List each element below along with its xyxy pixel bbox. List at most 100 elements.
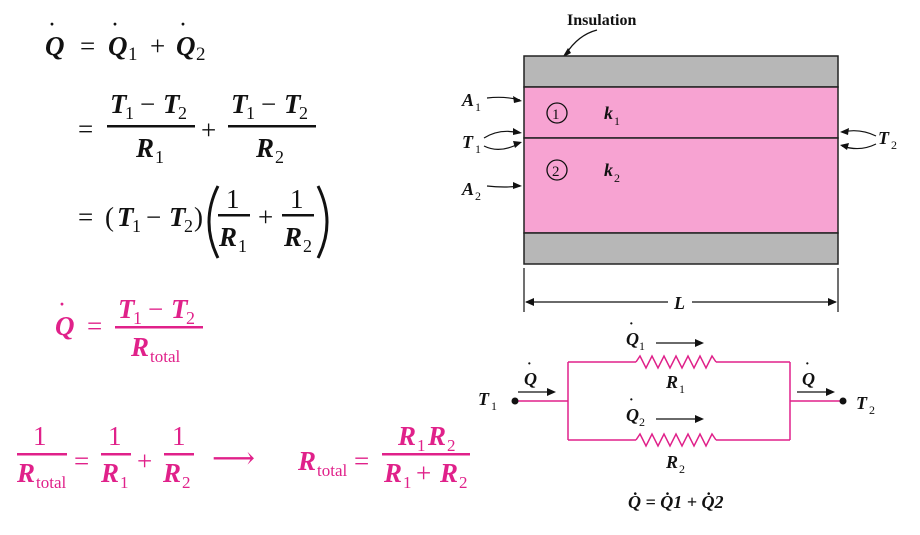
svg-text:=: = bbox=[87, 311, 102, 341]
svg-text:·: · bbox=[629, 393, 634, 408]
svg-text:=: = bbox=[354, 446, 369, 476]
svg-text:·: · bbox=[49, 14, 55, 34]
svg-text:Q: Q bbox=[626, 329, 639, 349]
svg-text:Q: Q bbox=[626, 405, 639, 425]
svg-text:A: A bbox=[461, 90, 474, 110]
svg-text:1: 1 bbox=[614, 114, 620, 128]
svg-text:2: 2 bbox=[679, 462, 685, 476]
svg-text:1: 1 bbox=[639, 339, 645, 353]
svg-text:1: 1 bbox=[128, 44, 138, 65]
svg-text:T: T bbox=[163, 89, 181, 119]
svg-text:1: 1 bbox=[155, 147, 164, 167]
wall-diagram: Insulation 1 k 1 2 k 2 A 1 T 1 A 2 T 2 bbox=[461, 12, 897, 313]
svg-text:1: 1 bbox=[679, 382, 685, 396]
svg-text:Q: Q bbox=[176, 31, 196, 61]
svg-text:+: + bbox=[137, 446, 152, 476]
svg-text:1: 1 bbox=[290, 184, 304, 214]
equation-line-2: = T 1 − T 2 R 1 + T 1 − T 2 R 2 bbox=[78, 89, 316, 167]
svg-text:·: · bbox=[805, 357, 810, 372]
svg-text:1: 1 bbox=[491, 399, 497, 413]
layer-2 bbox=[523, 137, 839, 234]
svg-text:R: R bbox=[255, 133, 274, 163]
svg-text:2: 2 bbox=[186, 308, 195, 328]
svg-text:2: 2 bbox=[459, 473, 468, 492]
svg-text:total: total bbox=[36, 473, 66, 492]
svg-text:1: 1 bbox=[475, 100, 481, 114]
svg-text:+: + bbox=[201, 115, 216, 145]
svg-text:2: 2 bbox=[196, 44, 206, 65]
svg-text:1: 1 bbox=[417, 436, 426, 455]
svg-text:1: 1 bbox=[133, 308, 142, 328]
svg-text:T: T bbox=[284, 89, 302, 119]
svg-text:−: − bbox=[140, 89, 155, 119]
svg-text:1: 1 bbox=[403, 473, 412, 492]
svg-text:R: R bbox=[383, 458, 402, 488]
svg-text:R: R bbox=[162, 458, 181, 488]
svg-text:−: − bbox=[146, 202, 161, 232]
insulation-label: Insulation bbox=[567, 12, 636, 29]
svg-text:1: 1 bbox=[172, 421, 186, 451]
svg-text:2: 2 bbox=[184, 216, 193, 236]
svg-text:total: total bbox=[317, 461, 347, 480]
svg-text:=: = bbox=[78, 114, 93, 144]
svg-text:Q: Q bbox=[45, 31, 65, 61]
svg-text:T: T bbox=[117, 202, 135, 232]
svg-text:T: T bbox=[110, 89, 128, 119]
svg-text:−: − bbox=[148, 294, 163, 324]
svg-text:T: T bbox=[878, 128, 890, 148]
svg-text:·: · bbox=[59, 294, 65, 314]
circuit-sum-equation: Q̇ = Q̇1 + Q̇2 bbox=[628, 491, 724, 512]
svg-text:+: + bbox=[150, 31, 165, 61]
svg-text:Q: Q bbox=[55, 311, 75, 341]
svg-text:R: R bbox=[439, 458, 458, 488]
svg-text:1: 1 bbox=[552, 107, 560, 123]
svg-text:=: = bbox=[74, 446, 89, 476]
svg-text:=: = bbox=[78, 202, 93, 232]
svg-text:A: A bbox=[461, 179, 474, 199]
svg-text:1: 1 bbox=[226, 184, 240, 214]
svg-text:1: 1 bbox=[125, 103, 134, 123]
svg-text:1: 1 bbox=[120, 473, 129, 492]
svg-text:R: R bbox=[665, 372, 678, 392]
insulation-bottom bbox=[523, 232, 839, 265]
svg-text:R: R bbox=[397, 421, 416, 451]
svg-text:2: 2 bbox=[552, 164, 560, 180]
svg-text:k: k bbox=[604, 160, 613, 180]
svg-text:=: = bbox=[80, 31, 95, 61]
svg-text:·: · bbox=[527, 357, 532, 372]
svg-text:R: R bbox=[218, 222, 237, 252]
svg-text:1: 1 bbox=[132, 216, 141, 236]
svg-text:(: ( bbox=[105, 202, 114, 232]
svg-text:2: 2 bbox=[178, 103, 187, 123]
svg-text:R: R bbox=[16, 458, 35, 488]
svg-text:T: T bbox=[478, 389, 490, 409]
svg-text:⟶: ⟶ bbox=[212, 442, 255, 475]
svg-text:2: 2 bbox=[447, 436, 456, 455]
svg-text:R: R bbox=[130, 332, 149, 362]
svg-text:Q: Q bbox=[802, 369, 815, 389]
equation-line-1: Q · = Q · 1 + Q · 2 bbox=[45, 14, 206, 65]
svg-text:+: + bbox=[258, 202, 273, 232]
svg-text:2: 2 bbox=[614, 171, 620, 185]
svg-text:R: R bbox=[283, 222, 302, 252]
equation-line-3: = ( T 1 − T 2 ) 1 R 1 + 1 R 2 bbox=[78, 184, 329, 259]
svg-text:k: k bbox=[604, 103, 613, 123]
svg-text:1: 1 bbox=[475, 142, 481, 156]
svg-text:R: R bbox=[427, 421, 446, 451]
svg-text:T: T bbox=[856, 393, 868, 413]
svg-text:R: R bbox=[665, 452, 678, 472]
svg-text:T: T bbox=[118, 294, 136, 324]
svg-text:T: T bbox=[171, 294, 189, 324]
svg-text:2: 2 bbox=[869, 403, 875, 417]
svg-text:R: R bbox=[297, 446, 316, 476]
svg-text:total: total bbox=[150, 347, 180, 366]
insulation-top bbox=[523, 55, 839, 88]
svg-text:2: 2 bbox=[299, 103, 308, 123]
svg-text:R: R bbox=[135, 133, 154, 163]
svg-text:T: T bbox=[231, 89, 249, 119]
svg-text:2: 2 bbox=[275, 147, 284, 167]
svg-text:−: − bbox=[261, 89, 276, 119]
svg-text:+: + bbox=[416, 458, 431, 488]
svg-text:·: · bbox=[180, 14, 186, 34]
